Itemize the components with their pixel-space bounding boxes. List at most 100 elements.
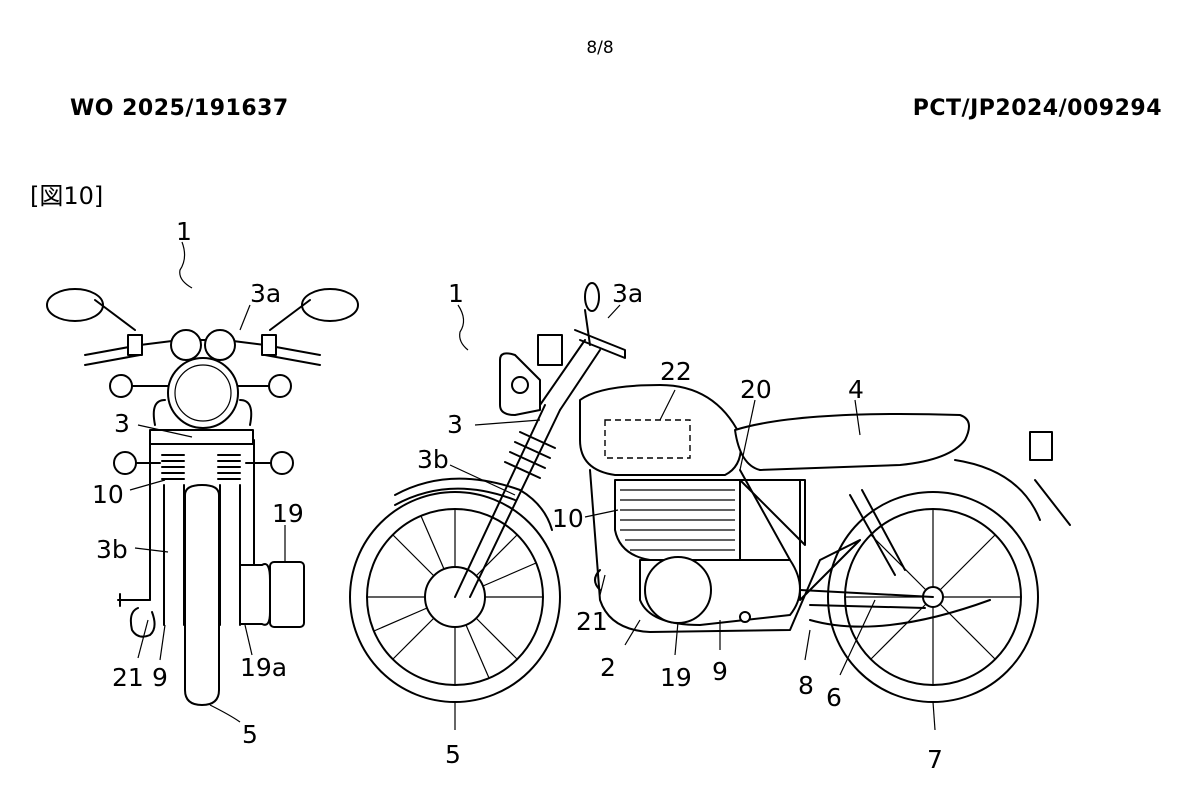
controller-22-box <box>604 419 691 459</box>
steering-head <box>539 339 601 411</box>
label-front-5: 5 <box>242 720 258 749</box>
right-upper-turn-signal <box>268 374 292 398</box>
tank-outline <box>152 399 253 426</box>
label-front-3: 3 <box>114 409 130 438</box>
leader-side-7 <box>932 701 936 731</box>
leader-side-8 <box>804 629 811 661</box>
leader-side-22 <box>659 389 676 421</box>
headlight <box>167 357 239 429</box>
leader-front-3 <box>137 424 193 438</box>
page-number: 8/8 <box>586 38 614 58</box>
fork-springs <box>161 454 241 480</box>
rear-shock <box>849 489 906 576</box>
left-mirror <box>46 288 104 322</box>
label-side-6: 6 <box>826 683 842 712</box>
generator-19-cover <box>269 561 305 628</box>
drain-bolt <box>739 611 751 623</box>
front-fork <box>454 404 561 598</box>
leader-side-19 <box>674 621 679 656</box>
label-side-1: 1 <box>448 279 464 308</box>
front-view: 1 3a 3 10 3b 19 21 9 19a 5 <box>46 217 359 749</box>
left-lower-turn-signal <box>113 451 137 475</box>
label-side-5: 5 <box>445 740 461 769</box>
label-side-8: 8 <box>798 671 814 700</box>
label-side-9: 9 <box>712 657 728 686</box>
rear-spokes <box>845 509 1021 685</box>
publication-number: WO 2025/191637 <box>70 96 289 121</box>
label-front-3a: 3a <box>250 279 281 308</box>
tail-light <box>1029 431 1053 461</box>
right-lever-clamp <box>261 334 277 356</box>
rear-fender <box>954 459 1041 521</box>
label-side-3: 3 <box>447 410 463 439</box>
upper-bracket <box>149 429 254 445</box>
leader-side-21 <box>599 574 606 596</box>
leader-front-1 <box>179 241 193 289</box>
speedometer <box>170 329 202 361</box>
label-side-21: 21 <box>576 607 608 636</box>
leader-front-9 <box>159 624 166 661</box>
label-side-22: 22 <box>660 357 692 386</box>
swingarm <box>799 589 934 609</box>
leader-front-3b <box>134 547 169 553</box>
front-spokes <box>367 509 543 685</box>
headlight-rim <box>174 364 232 422</box>
turn-signal-side <box>511 376 529 394</box>
mirror-stems <box>94 299 311 331</box>
label-front-3b: 3b <box>96 535 128 564</box>
caption-open-bracket: [ <box>30 182 40 210</box>
caption-text: 図10 <box>39 182 94 210</box>
left-lever-clamp <box>127 334 143 356</box>
leader-front-19a <box>244 624 253 656</box>
label-front-9: 9 <box>152 663 168 692</box>
side-view: 1 3a 22 20 4 3 3b 10 21 2 19 9 8 6 5 7 <box>349 279 1071 774</box>
label-side-2: 2 <box>600 653 616 682</box>
drive-chain-8 <box>809 599 991 628</box>
figure-caption: [図10] <box>30 176 103 211</box>
application-number: PCT/JP2024/009294 <box>912 96 1162 121</box>
right-mirror <box>301 288 359 322</box>
left-footpeg <box>117 593 151 607</box>
meter-side <box>537 334 563 366</box>
license-stay <box>1034 479 1071 526</box>
label-side-10: 10 <box>552 504 584 533</box>
part-21-side <box>594 569 601 591</box>
mirror-side <box>584 282 600 312</box>
label-side-7: 7 <box>927 745 943 774</box>
leader-side-10 <box>584 509 619 518</box>
cylinder-fins <box>620 489 735 551</box>
leader-side-6 <box>839 599 876 676</box>
generator-19-body <box>239 563 271 626</box>
label-front-1: 1 <box>176 217 192 246</box>
leader-side-2 <box>624 619 641 646</box>
leader-side-3a <box>607 304 621 319</box>
leader-front-5 <box>209 704 241 723</box>
leader-side-3b <box>449 464 516 496</box>
front-fender <box>394 477 553 531</box>
generator-19-side <box>644 556 712 624</box>
fuel-tank <box>579 384 742 476</box>
left-upper-turn-signal <box>109 374 133 398</box>
front-wheel-front-view <box>184 484 220 706</box>
leader-front-21 <box>137 619 149 659</box>
handlebar-side <box>574 309 626 359</box>
label-front-19a: 19a <box>240 653 287 682</box>
label-side-3b: 3b <box>417 445 449 474</box>
leader-side-20 <box>739 399 756 471</box>
leader-front-10 <box>129 479 166 491</box>
tachometer <box>204 329 236 361</box>
label-side-4: 4 <box>848 375 864 404</box>
label-side-19: 19 <box>660 663 692 692</box>
label-front-21: 21 <box>112 663 144 692</box>
seat <box>734 413 970 471</box>
leader-front-3a <box>239 304 251 331</box>
part-21-front <box>129 607 156 638</box>
right-lower-turn-signal <box>270 451 294 475</box>
fork-spring-side <box>504 431 556 479</box>
caption-close-bracket: ] <box>93 182 104 210</box>
side-cover-20 <box>739 479 806 546</box>
leader-side-4 <box>854 399 861 436</box>
label-side-20: 20 <box>740 375 772 404</box>
leader-side-3 <box>474 419 541 426</box>
